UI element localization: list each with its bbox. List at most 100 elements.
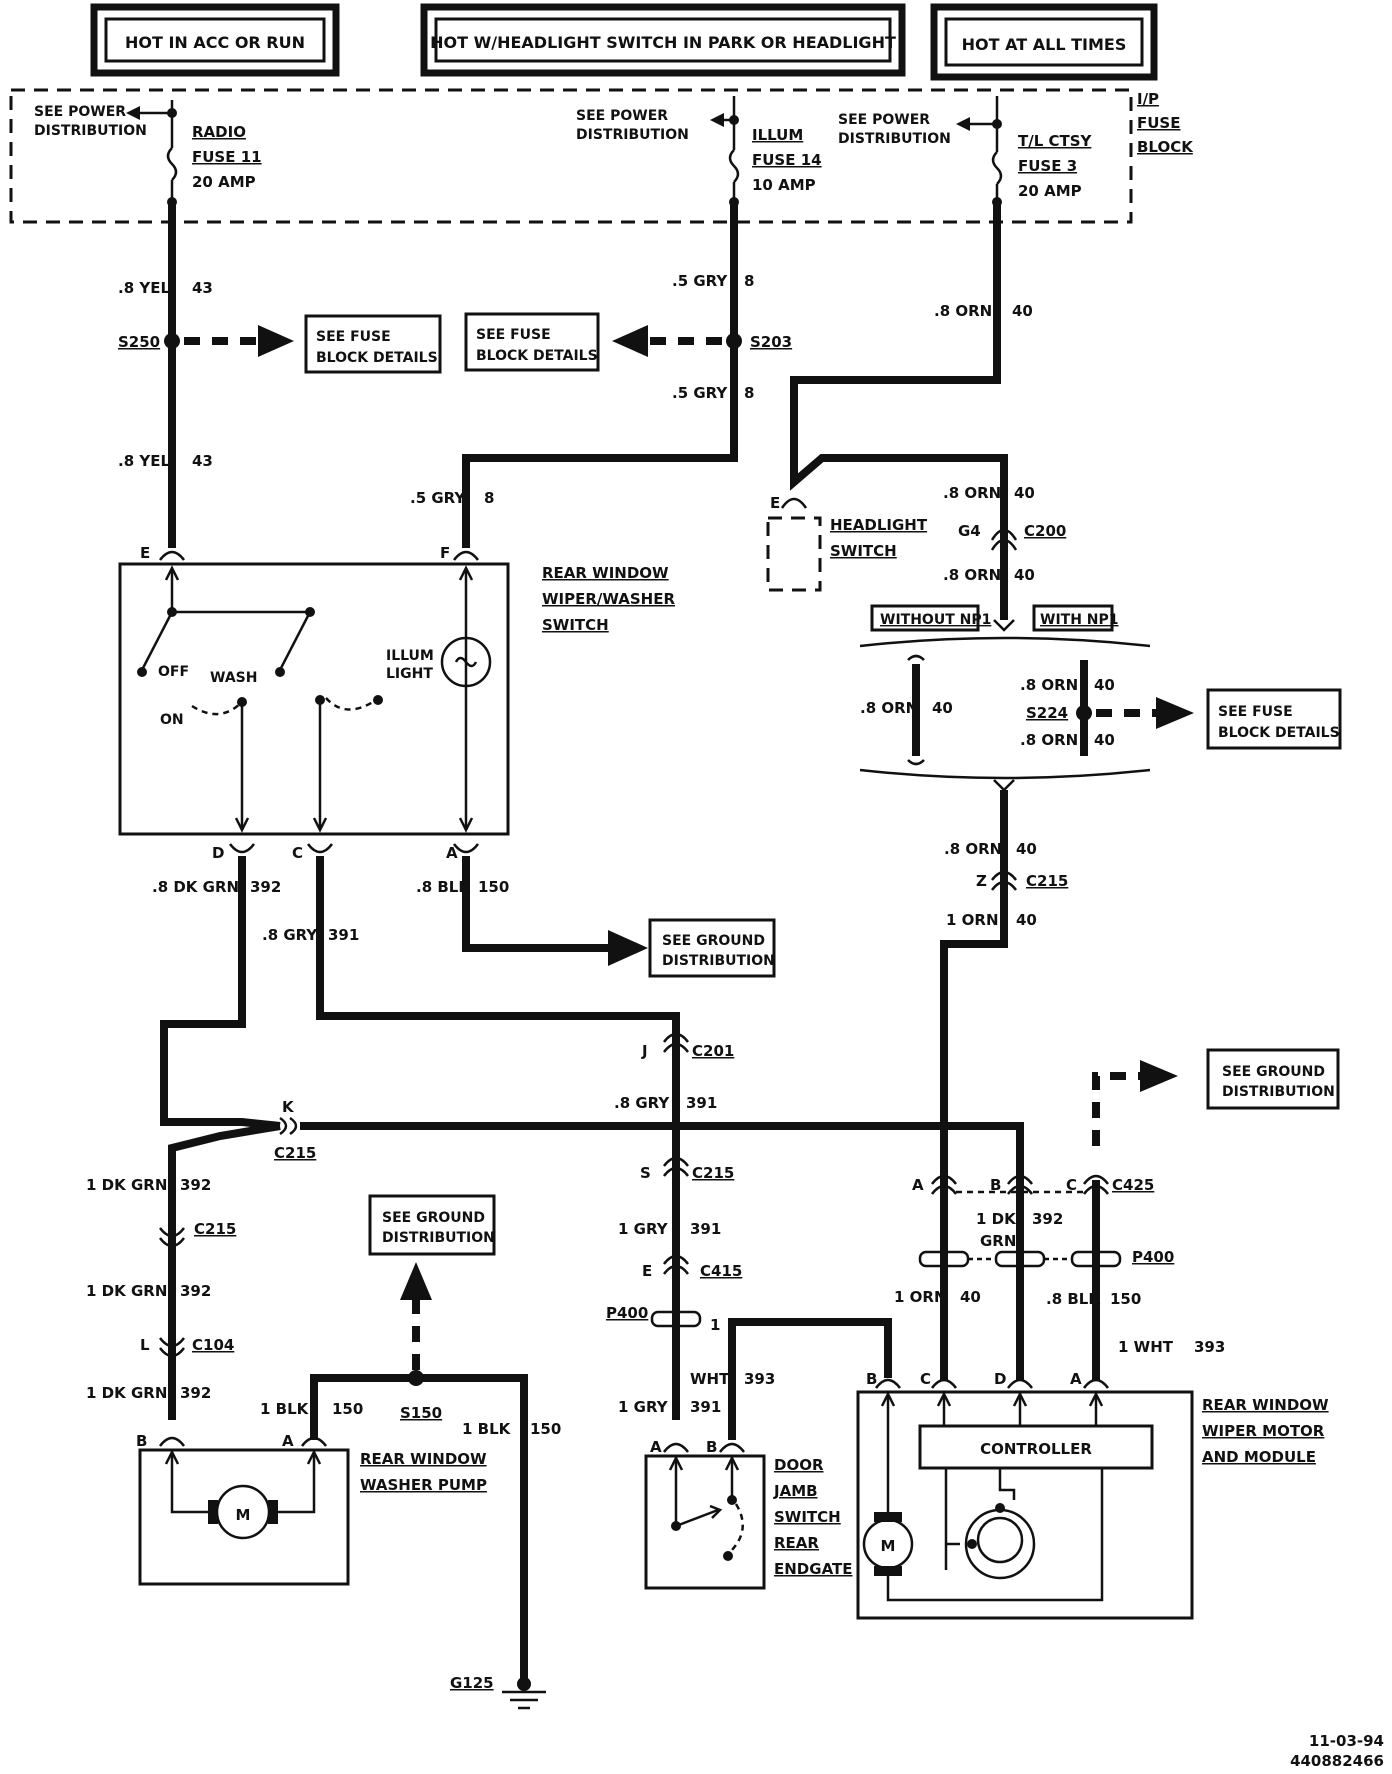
wire-43-label-b: .8 YEL: [118, 452, 170, 470]
pin-k: K: [282, 1098, 295, 1116]
wire-43-circuit-a: 43: [192, 279, 213, 297]
arrow-right-icon: [1140, 1060, 1178, 1092]
wire-40-label-a: .8 ORN: [934, 302, 992, 320]
fuse-block-label: I/P: [1137, 90, 1159, 108]
wiper-module-harness: A B C C425 1 DK GRN 392 P400 1 ORN 40 .8…: [894, 1060, 1225, 1380]
wire-150-circuit-c: 150: [530, 1420, 561, 1438]
wire-392-circuit-d: 392: [180, 1384, 211, 1402]
controller-box: [918, 1424, 1154, 1470]
wire-393-circuit-b: 393: [1194, 1338, 1225, 1356]
wire-43-label-a: .8 YEL: [118, 279, 170, 297]
wire-43-circuit-b: 43: [192, 452, 213, 470]
arrow-left-icon: [612, 325, 648, 357]
wire-40-label-e: 1 ORN: [946, 911, 999, 929]
wire-150-label-c: 1 BLK: [462, 1420, 512, 1438]
see-ground-2b: DISTRIBUTION: [382, 1230, 495, 1246]
see-ground-box-1: SEE GROUND DISTRIBUTION: [648, 918, 776, 978]
option-with-np1: WITH NP1: [1040, 612, 1119, 628]
ground-g125: G125: [450, 1674, 494, 1692]
circuit-391: .8 GRY 391 J C201 .8 GRY 391 S C215 1 GR…: [262, 856, 742, 1420]
connector-c425: C425: [1112, 1176, 1154, 1194]
splice-s150-label: S150: [400, 1404, 442, 1422]
wire-393-label-b: 1 WHT: [1118, 1338, 1174, 1356]
wire-40-label-f: 1 ORN: [894, 1288, 947, 1306]
door-jamb-label-5: ENDGATE: [774, 1560, 853, 1578]
pin-b-jamb: B: [706, 1438, 717, 1456]
circuit-8: .5 GRY 8 S203 .5 GRY 8 .5 GRY 8: [410, 202, 792, 548]
controller-label: CONTROLLER: [980, 1440, 1092, 1458]
headlight-switch-label-2: SWITCH: [830, 542, 897, 560]
wire-150-circuit-a: 150: [478, 878, 509, 896]
see-fuse-1a: SEE FUSE: [316, 329, 391, 345]
fuse-block-label-2: FUSE: [1137, 114, 1180, 132]
wire-392-label-b: 1 DK GRN: [86, 1176, 167, 1194]
fuse-tlctsy-amp: 20 AMP: [1018, 182, 1082, 200]
wiper-motor-letter: M: [881, 1537, 896, 1555]
fuse-11-radio: SEE POWER DISTRIBUTION RADIO FUSE 11 20 …: [34, 100, 262, 207]
fuse-tlctsy-number: FUSE 3: [1018, 157, 1077, 175]
see-ground-1b: DISTRIBUTION: [662, 953, 775, 969]
wire-8-circuit-c: 8: [484, 489, 494, 507]
wire-40-circuit-d: 40: [1016, 840, 1037, 858]
pin-a-jamb: A: [650, 1438, 662, 1456]
splice-s203-label: S203: [750, 333, 792, 351]
wire-391-label-d: 1 GRY: [618, 1398, 669, 1416]
wire-391-circuit-b: 391: [686, 1094, 717, 1112]
wire-392-circuit-b: 392: [180, 1176, 211, 1194]
see-ground-box-2: SEE GROUND DISTRIBUTION: [368, 1194, 496, 1256]
wire-40-circuit-e: 40: [1016, 911, 1037, 929]
wire-392-label-c: 1 DK GRN: [86, 1282, 167, 1300]
pin-b-module: B: [866, 1370, 877, 1388]
door-jamb-switch: A B DOOR JAMB SWITCH REAR ENDGATE: [644, 1438, 853, 1590]
footer-date: 11-03-94: [1309, 1732, 1384, 1750]
wire-391-circuit-d: 391: [690, 1398, 721, 1416]
fuse-tlctsy-name: T/L CTSY: [1018, 132, 1093, 150]
see-power-text-2: SEE POWER: [576, 108, 668, 124]
connector-p400-left: P400: [606, 1304, 648, 1322]
wire-150-label-d: .8 BLK: [1046, 1290, 1101, 1308]
door-jamb-label-3: SWITCH: [774, 1508, 841, 1526]
wire-8-circuit-b: 8: [744, 384, 754, 402]
pin-c-switch: C: [292, 844, 303, 862]
see-power-text-1b: DISTRIBUTION: [34, 123, 147, 139]
pin-g4: G4: [958, 522, 981, 540]
washer-motor-icon: [215, 1484, 271, 1540]
switch-pos-on: ON: [160, 712, 184, 728]
wiper-module-label-2: WIPER MOTOR: [1202, 1422, 1325, 1440]
illum-label-2: LIGHT: [386, 666, 433, 682]
circuit-392: K C215 .8 DK GRN 392 1 DK GRN 392 C215 1…: [86, 856, 1024, 1420]
wire-393-label-a1: 1: [710, 1316, 720, 1334]
rear-switch-label-3: SWITCH: [542, 616, 609, 634]
pin-d-module: D: [994, 1370, 1006, 1388]
connector-c215-lower-left: C215: [194, 1220, 236, 1238]
wire-391-label-b: .8 GRY: [614, 1094, 670, 1112]
wire-392-circuit-c: 392: [180, 1282, 211, 1300]
pin-b-c425: B: [990, 1176, 1001, 1194]
pin-b-pump: B: [136, 1432, 147, 1450]
connector-p400-right: P400: [1132, 1248, 1174, 1266]
rear-wiper-motor-module: B C D A CONTROLLER M: [856, 1370, 1194, 1620]
connector-c215-s: C215: [692, 1164, 734, 1182]
fuse-radio-amp: 20 AMP: [192, 173, 256, 191]
wire-391-circuit-c: 391: [690, 1220, 721, 1238]
pin-f-switch: F: [440, 544, 450, 562]
fuse-block-label-3: BLOCK: [1137, 138, 1194, 156]
wire-393-circuit-a: 393: [744, 1370, 775, 1388]
wire-392-label-d: 1 DK GRN: [86, 1384, 167, 1402]
door-jamb-label-4: REAR: [774, 1534, 819, 1552]
see-fuse-1b: BLOCK DETAILS: [316, 350, 438, 366]
np1-options: WITHOUT NP1 WITH NP1 .8 ORN 40 .8 ORN 40…: [859, 604, 1194, 792]
wire-40-circuit-f: 40: [960, 1288, 981, 1306]
see-fuse-3b: BLOCK DETAILS: [1218, 725, 1340, 741]
splice-s250-dot: [164, 333, 180, 349]
see-fuse-2b: BLOCK DETAILS: [476, 348, 598, 364]
circuit-150-switch: .8 BLK 150: [416, 856, 648, 966]
wire-392-label-e2: GRN: [980, 1232, 1016, 1250]
np1-with-circuit-b: 40: [1094, 731, 1115, 749]
arrow-right-icon: [258, 325, 294, 357]
circuit-150-ground: 1 BLK 150 S150 1 BLK 150 G125: [260, 1262, 561, 1710]
rear-wiper-washer-switch: E F OFF WASH ON ILLUM LIGHT REAR WINDOW …: [118, 544, 675, 862]
pin-s: S: [640, 1164, 651, 1182]
rear-switch-label-2: WIPER/WASHER: [542, 590, 675, 608]
wire-40-circuit-b: 40: [1014, 484, 1035, 502]
